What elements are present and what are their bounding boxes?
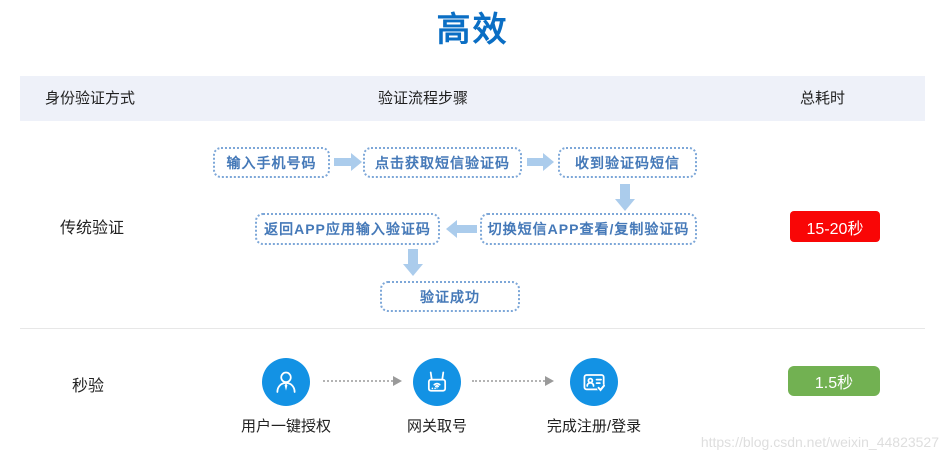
arrow-down-icon (408, 249, 418, 264)
step-label-gateway: 网关取号 (406, 418, 468, 435)
time-badge-traditional: 15-20秒 (790, 211, 880, 242)
arrow-right-icon (334, 158, 351, 166)
column-header-time: 总耗时 (800, 90, 846, 107)
gateway-icon (423, 368, 451, 396)
column-header-steps: 验证流程步骤 (378, 90, 469, 107)
watermark-url: https://blog.csdn.net/weixin_44823527 (700, 434, 939, 450)
dotted-arrow-icon (323, 376, 402, 386)
arrow-left-icon (457, 225, 477, 233)
flow-step-success: 验证成功 (380, 281, 520, 312)
page-title: 高效 (436, 11, 509, 49)
row-divider (20, 328, 925, 329)
table-header: 身份验证方式 验证流程步骤 总耗时 (20, 76, 925, 121)
flow-step-get-code: 点击获取短信验证码 (363, 147, 522, 178)
column-header-method: 身份验证方式 (45, 90, 136, 107)
flow-step-switch-app: 切换短信APP查看/复制验证码 (480, 213, 697, 245)
arrow-right-icon (527, 158, 543, 166)
flow-step-enter-phone: 输入手机号码 (213, 147, 330, 178)
row-label-seconds-verify: 秒验 (72, 378, 105, 395)
register-login-icon (580, 368, 608, 396)
dotted-arrow-icon (472, 376, 554, 386)
time-badge-seconds-verify: 1.5秒 (788, 366, 880, 396)
user-authorize-icon (272, 368, 300, 396)
step-circle-register-login (570, 358, 618, 406)
flow-step-return-app: 返回APP应用输入验证码 (255, 213, 440, 245)
arrow-down-icon (620, 184, 630, 199)
row-label-traditional: 传统验证 (60, 220, 125, 237)
step-circle-gateway (413, 358, 461, 406)
step-circle-user-authorize (262, 358, 310, 406)
flow-step-receive-sms: 收到验证码短信 (558, 147, 697, 178)
step-label-register-login: 完成注册/登录 (546, 418, 642, 435)
step-label-user-authorize: 用户一键授权 (240, 418, 332, 435)
